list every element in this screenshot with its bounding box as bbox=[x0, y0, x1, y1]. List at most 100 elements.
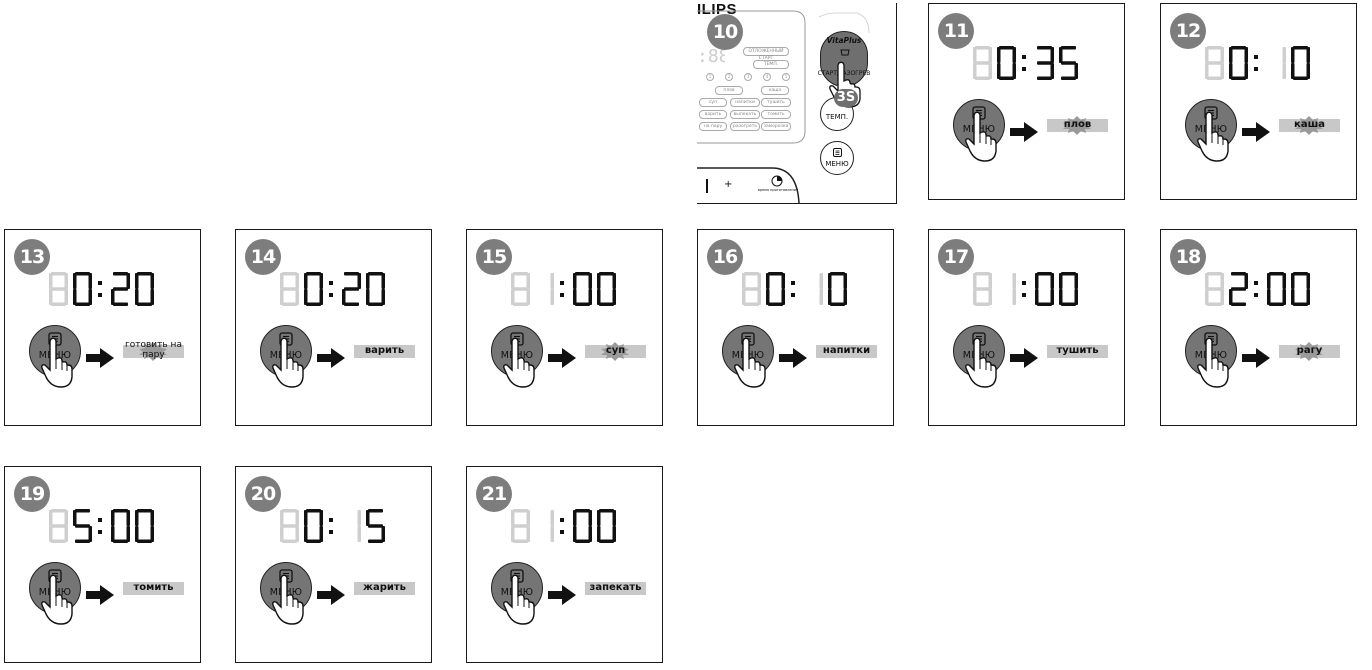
lcd-segment bbox=[550, 273, 554, 289]
lcd-segment bbox=[51, 272, 66, 276]
lcd-segment bbox=[1037, 76, 1052, 80]
lcd-segment bbox=[830, 302, 845, 306]
lcd-time-display bbox=[1205, 272, 1310, 306]
lcd-segment bbox=[1050, 273, 1054, 289]
mode-label: рагу bbox=[1296, 345, 1323, 356]
lcd-segment bbox=[282, 539, 297, 543]
mode-pill: на пару bbox=[699, 122, 727, 131]
lcd-segment bbox=[744, 302, 759, 306]
pointing-hand-icon bbox=[272, 337, 304, 388]
lcd-segment bbox=[1205, 289, 1209, 305]
mode-pill: каша bbox=[761, 86, 789, 95]
lcd-segment bbox=[612, 273, 616, 289]
lcd-segment bbox=[51, 524, 66, 528]
lcd-segment bbox=[366, 289, 370, 305]
lcd-segment bbox=[1282, 273, 1286, 289]
lcd-segment bbox=[1231, 287, 1246, 291]
menu-button[interactable]: МЕНЮ bbox=[820, 141, 854, 175]
lcd-segment bbox=[830, 272, 845, 276]
lcd-segment bbox=[135, 510, 139, 526]
lcd-segment bbox=[511, 510, 515, 526]
lcd-segment bbox=[1229, 289, 1233, 305]
lcd-segment bbox=[1050, 289, 1054, 305]
right-arrow-icon bbox=[86, 585, 114, 605]
lcd-segment bbox=[511, 289, 515, 305]
lcd-segment bbox=[588, 289, 592, 305]
lcd-segment bbox=[1207, 76, 1222, 80]
indicator-dot: 2 bbox=[725, 73, 733, 81]
lcd-segment bbox=[1012, 273, 1016, 289]
step-number: 14 bbox=[245, 239, 281, 275]
lcd-segment bbox=[973, 289, 977, 305]
lcd-segment bbox=[573, 273, 577, 289]
lcd-segment bbox=[612, 526, 616, 542]
lcd-segment bbox=[973, 273, 977, 289]
lcd-segment bbox=[295, 526, 299, 542]
mode-label: варить bbox=[364, 345, 405, 356]
lcd-segment bbox=[304, 510, 308, 526]
lcd-segment bbox=[768, 302, 783, 306]
lcd-segment bbox=[1207, 61, 1222, 65]
lcd-colon-dot bbox=[1022, 55, 1026, 59]
pointing-hand-icon bbox=[272, 574, 304, 625]
lcd-segment bbox=[1050, 47, 1054, 63]
lcd-segment bbox=[1231, 272, 1246, 276]
lcd-segment bbox=[1035, 289, 1039, 305]
lcd-segment bbox=[1291, 289, 1295, 305]
lcd-segment bbox=[88, 526, 92, 542]
lcd-colon-dot bbox=[560, 281, 564, 285]
lcd-segment bbox=[1220, 273, 1224, 289]
lcd-segment bbox=[1293, 302, 1308, 306]
lcd-segment bbox=[295, 289, 299, 305]
mode-label: готовить на пару bbox=[125, 340, 182, 360]
step-number: 15 bbox=[476, 239, 512, 275]
lcd-segment bbox=[599, 302, 614, 306]
pointing-hand-icon bbox=[734, 337, 766, 388]
right-arrow-icon bbox=[548, 585, 576, 605]
lcd-segment bbox=[64, 510, 68, 526]
lcd-segment bbox=[828, 289, 832, 305]
lcd-colon-dot bbox=[329, 293, 333, 297]
lcd-segment bbox=[1220, 47, 1224, 63]
lcd-colon-dot bbox=[1254, 293, 1258, 297]
lcd-segment bbox=[843, 273, 847, 289]
lcd-segment bbox=[381, 273, 385, 289]
lcd-segment bbox=[282, 509, 297, 513]
lcd-segment bbox=[126, 510, 130, 526]
mode-pill: плов bbox=[715, 86, 743, 95]
mode-badge-burst bbox=[1279, 342, 1340, 361]
lcd-segment bbox=[975, 302, 990, 306]
lcd-segment bbox=[1205, 63, 1209, 79]
step-number: 16 bbox=[707, 239, 743, 275]
lcd-segment bbox=[575, 539, 590, 543]
lcd-time-display bbox=[49, 272, 154, 306]
lcd-segment bbox=[306, 272, 321, 276]
pointing-hand-icon bbox=[503, 574, 535, 625]
step-panel-10: ILIPS :88 ОТЛОЖЕННЫЙ СТАРТ ТЕМП. 1 2 3 4… bbox=[697, 3, 897, 204]
indicator-dot: 4 bbox=[763, 73, 771, 81]
lcd-segment bbox=[599, 539, 614, 543]
lcd-segment bbox=[1207, 272, 1222, 276]
right-arrow-icon bbox=[779, 348, 807, 368]
lcd-segment bbox=[1291, 63, 1295, 79]
lcd-segment bbox=[599, 509, 614, 513]
lcd-segment bbox=[113, 287, 128, 291]
lcd-segment bbox=[51, 509, 66, 513]
lcd-segment bbox=[550, 289, 554, 305]
step-number: 17 bbox=[938, 239, 974, 275]
lcd-segment bbox=[135, 273, 139, 289]
lcd-segment bbox=[113, 302, 128, 306]
lcd-segment bbox=[51, 302, 66, 306]
lcd-segment bbox=[344, 287, 359, 291]
lcd-colon-dot bbox=[329, 281, 333, 285]
lcd-segment bbox=[1207, 46, 1222, 50]
lcd-segment bbox=[381, 526, 385, 542]
lcd-segment bbox=[513, 524, 528, 528]
lcd-segment bbox=[1306, 289, 1310, 305]
lcd-segment bbox=[366, 510, 370, 526]
lcd-segment bbox=[975, 61, 990, 65]
lcd-segment bbox=[1231, 302, 1246, 306]
pointing-hand-icon bbox=[41, 574, 73, 625]
lcd-segment bbox=[781, 289, 785, 305]
lcd-segment bbox=[1293, 46, 1308, 50]
